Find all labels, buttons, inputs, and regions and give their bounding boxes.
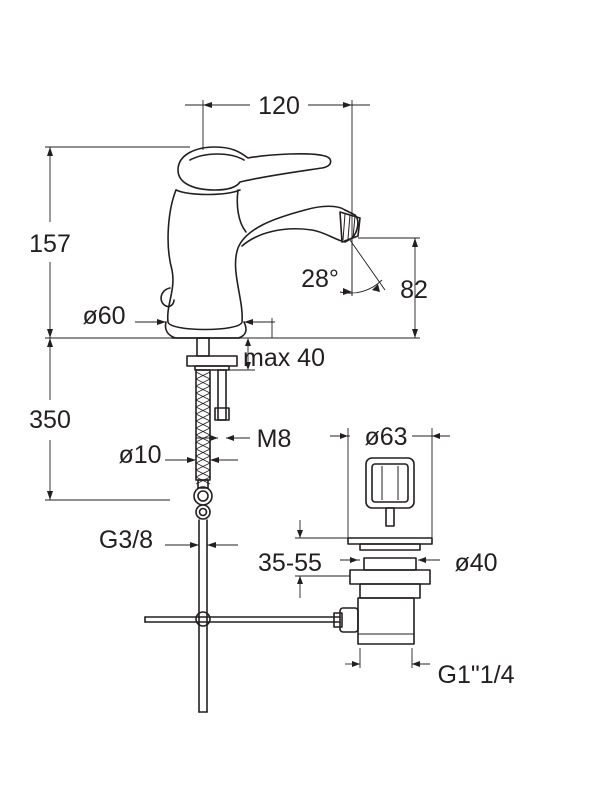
mounting xyxy=(144,337,420,713)
label-waste-diameter-body: ø40 xyxy=(454,549,497,577)
waste-nut xyxy=(349,569,431,585)
label-stud-thread: M8 xyxy=(257,425,292,453)
label-spout-angle: 28° xyxy=(301,265,339,293)
fixing-washer xyxy=(186,355,238,367)
linkage-clip xyxy=(195,611,211,627)
label-hose-length: 350 xyxy=(29,406,71,434)
rear-knob xyxy=(160,287,175,308)
spout-aerator xyxy=(339,211,361,243)
waste-flange xyxy=(347,537,433,545)
label-base-diameter: ø60 xyxy=(82,302,125,330)
dimension-labels: 120 157 ø60 28° 82 max 40 350 M8 ø10 G3/… xyxy=(29,92,514,689)
handle-lever xyxy=(177,146,332,191)
label-spout-height: 82 xyxy=(400,276,428,304)
fixing-stud xyxy=(217,369,227,421)
label-max-thickness: max 40 xyxy=(243,344,325,372)
label-waste-thread: G1"1/4 xyxy=(438,661,515,689)
label-waste-range: 35-55 xyxy=(258,549,322,577)
faucet xyxy=(160,146,361,339)
label-width-top: 120 xyxy=(258,92,300,120)
faucet-body xyxy=(166,189,359,331)
pop-up-waste xyxy=(333,457,433,645)
label-height-total: 157 xyxy=(29,230,71,258)
label-hose-diameter: ø10 xyxy=(118,441,161,469)
dimension-lines xyxy=(45,100,450,668)
label-waste-diameter-top: ø63 xyxy=(364,423,407,451)
label-connection-thread: G3/8 xyxy=(99,526,153,554)
braided-hose xyxy=(195,369,211,481)
hose-connector xyxy=(193,486,213,506)
waste-body xyxy=(357,597,415,645)
